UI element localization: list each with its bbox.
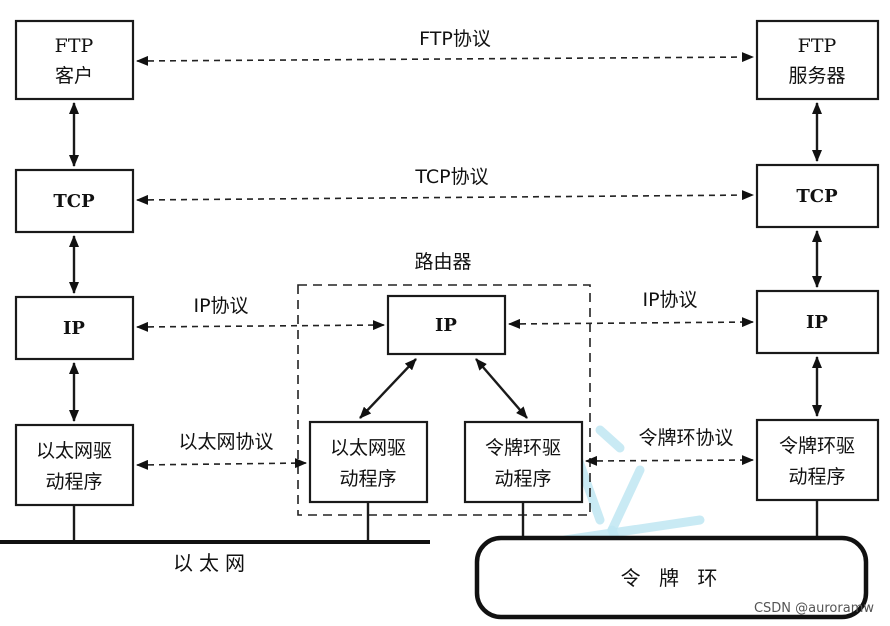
router-ip-token-arrow bbox=[475, 358, 528, 419]
router-ethernet-driver-line1: 以太网驱 bbox=[330, 437, 406, 459]
left-ethernet-driver-line2: 动程序 bbox=[45, 471, 102, 493]
router-token-driver-box bbox=[463, 420, 584, 504]
right-token-driver-box bbox=[755, 418, 880, 502]
ftp-client-label-line1: FTP bbox=[55, 35, 94, 57]
token-ring-network bbox=[474, 535, 869, 620]
left-ethernet-driver-line1: 以太网驱 bbox=[36, 440, 112, 462]
ip-protocol-left-arrow bbox=[136, 320, 385, 332]
ethernet-protocol-label: 以太网协议 bbox=[178, 431, 273, 453]
ftp-server-label-line2: 服务器 bbox=[788, 65, 845, 87]
right-tcp-label: TCP bbox=[796, 186, 838, 207]
ip-protocol-right-label: IP协议 bbox=[642, 289, 697, 311]
left-ip-label: IP bbox=[63, 318, 85, 339]
ip-protocol-right-arrow bbox=[508, 317, 754, 329]
ftp-client-label-line2: 客户 bbox=[55, 65, 93, 87]
router-ip-label: IP bbox=[435, 315, 457, 336]
ethernet-network-label: 以太网 bbox=[173, 551, 251, 575]
ftp-server-box bbox=[755, 19, 880, 101]
left-tcp-label: TCP bbox=[53, 191, 95, 212]
watermark-text: CSDN @auroramw bbox=[754, 601, 874, 616]
token-ring-protocol-arrow bbox=[585, 455, 754, 466]
router-ip-box bbox=[386, 294, 507, 356]
right-ip-label: IP bbox=[806, 312, 828, 333]
router-token-driver-line2: 动程序 bbox=[494, 468, 551, 490]
left-tcp-box bbox=[14, 168, 135, 234]
router-ip-eth-arrow bbox=[359, 358, 417, 419]
tcp-protocol-label: TCP协议 bbox=[414, 166, 488, 188]
token-ring-network-label: 令 牌 环 bbox=[621, 566, 724, 590]
router-ethernet-driver-box bbox=[308, 420, 429, 504]
left-ethernet-driver-box bbox=[14, 423, 135, 507]
router-token-driver-line1: 令牌环驱 bbox=[485, 437, 561, 459]
router-stack: IP 以太网驱 动程序 令牌环驱 动程序 bbox=[308, 294, 584, 541]
right-token-driver-line1: 令牌环驱 bbox=[779, 435, 855, 457]
right-token-driver-line2: 动程序 bbox=[788, 466, 845, 488]
router-ethernet-driver-line2: 动程序 bbox=[339, 468, 396, 490]
ftp-protocol-arrow bbox=[136, 52, 754, 66]
right-tcp-box bbox=[755, 163, 880, 229]
left-ip-box bbox=[14, 295, 135, 361]
ip-protocol-left-label: IP协议 bbox=[193, 295, 248, 317]
ftp-protocol-label: FTP协议 bbox=[419, 28, 491, 50]
right-host-stack: FTP 服务器 TCP IP 令牌环驱 动程序 bbox=[755, 19, 880, 538]
right-ip-box bbox=[755, 289, 880, 355]
token-ring-protocol-label: 令牌环协议 bbox=[638, 427, 733, 449]
router-title: 路由器 bbox=[414, 251, 471, 273]
ftp-server-label-line1: FTP bbox=[798, 35, 837, 57]
tcp-protocol-arrow bbox=[136, 190, 754, 205]
router-frame bbox=[297, 284, 591, 516]
ftp-client-box bbox=[14, 19, 135, 101]
ethernet-protocol-arrow bbox=[136, 458, 307, 470]
left-host-stack: FTP 客户 TCP IP 以太网驱 动程序 bbox=[14, 19, 135, 541]
